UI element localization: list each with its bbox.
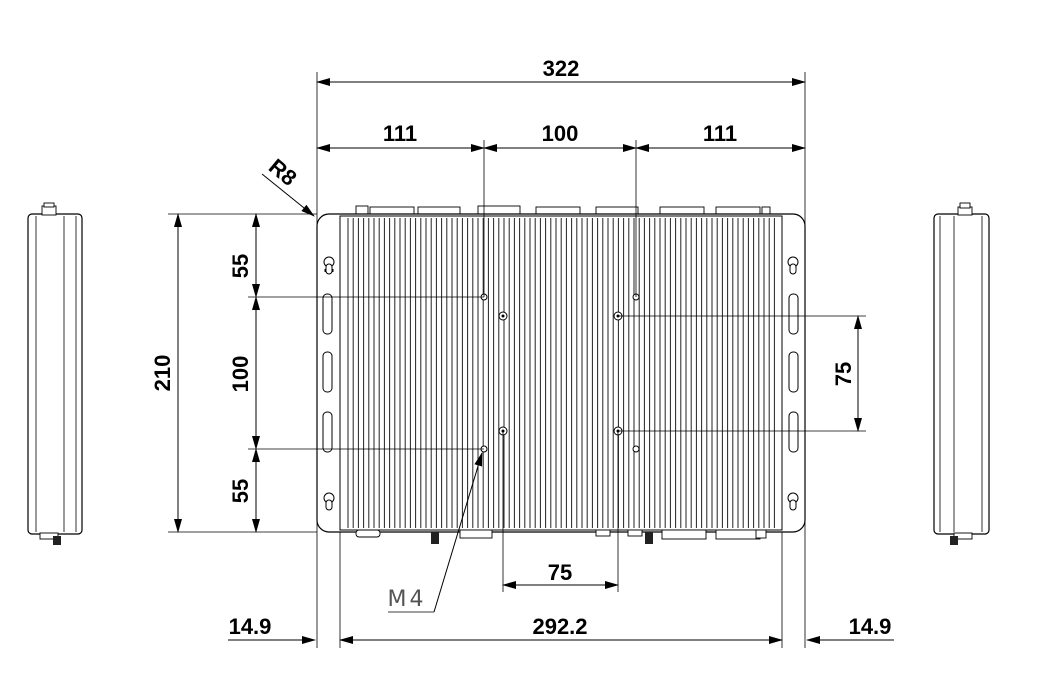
dim-section-middle-label: 100 (542, 121, 579, 146)
dimension-overall-width: 322 (316, 56, 806, 86)
dim-vesa-vertical-label: 75 (831, 362, 856, 386)
dimension-height-sections: 55 100 55 (228, 213, 260, 533)
extension-lines (168, 72, 866, 648)
right-side-view (933, 202, 990, 545)
dimension-sections: 111 100 111 (316, 121, 806, 152)
dim-overall-width-label: 322 (543, 56, 580, 81)
dim-height-middle-label: 100 (228, 356, 253, 393)
dim-section-left-label: 111 (383, 121, 417, 146)
vesa-screw-holes (480, 293, 640, 453)
dimension-side-left: 14.9 (228, 614, 372, 644)
thread-callout: M4 (388, 452, 483, 613)
dimension-vesa-horizontal: 75 (502, 560, 619, 589)
dimension-body-width: 292.2 (339, 614, 783, 644)
dim-vesa-horizontal-label: 75 (548, 560, 572, 585)
left-side-view (27, 202, 83, 545)
bottom-connectors (355, 529, 767, 544)
dim-side-left-label: 14.9 (229, 614, 272, 639)
dimension-vesa-vertical: 75 (831, 315, 862, 432)
front-view (316, 205, 806, 544)
corner-radius-callout: R8 (261, 154, 315, 217)
dim-body-width-label: 292.2 (532, 614, 587, 639)
dim-corner-radius-label: R8 (264, 154, 302, 191)
dim-height-top-label: 55 (228, 254, 253, 278)
right-mounting-holes (787, 256, 799, 511)
thread-callout-label: M4 (388, 587, 427, 612)
dim-height-bottom-label: 55 (228, 479, 253, 503)
dim-section-right-label: 111 (703, 121, 737, 146)
dim-side-right-label: 14.9 (849, 614, 892, 639)
dimension-overall-height: 210 (150, 213, 182, 533)
heat-sink-fins (347, 218, 775, 528)
dimension-side-right: 14.9 (806, 614, 894, 644)
dim-overall-height-label: 210 (150, 355, 175, 392)
left-mounting-holes (322, 256, 335, 511)
